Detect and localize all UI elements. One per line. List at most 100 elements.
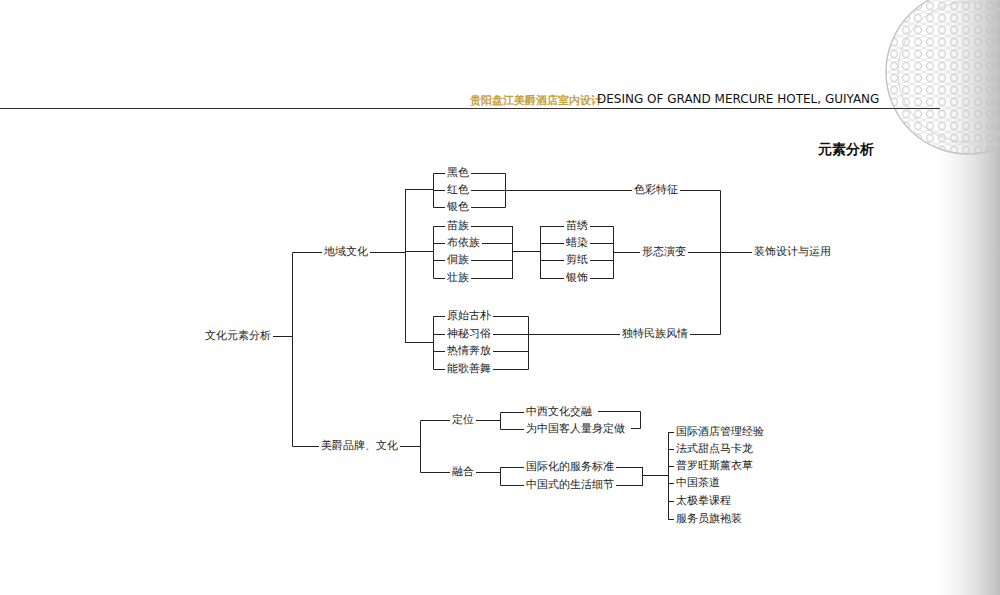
tree-connector (476, 421, 524, 430)
tree-item: 银饰 (564, 270, 590, 285)
item-text: 中国茶道 (676, 476, 720, 489)
tree-connector (400, 447, 450, 473)
tree-item: 为中国客人量身定做 (524, 421, 627, 436)
page-title: 元素分析 (818, 141, 874, 159)
tree-item: 地域文化 (322, 244, 370, 259)
item-text: 黑色 (447, 166, 469, 179)
tree-item: 神秘习俗 (445, 326, 493, 341)
tree-connector (370, 253, 445, 343)
tree-item: 独特民族风情 (620, 326, 690, 341)
item-text: 中西文化交融 (526, 405, 592, 418)
floral-medallion (886, 0, 1000, 154)
tree-item: 中国茶道 (674, 475, 722, 490)
tree-connector (471, 227, 564, 279)
tree-item: 布依族 (445, 235, 482, 250)
header-subtitle: DESING OF GRAND MERCURE HOTEL, GUIYANG (597, 92, 879, 106)
item-text: 服务员旗袍装 (676, 512, 742, 525)
item-text: 形态演变 (642, 245, 686, 258)
item-text: 能歌善舞 (447, 362, 491, 375)
tree-connector (476, 468, 524, 473)
medallion-ring (898, 2, 1000, 142)
item-text: 文化元素分析 (205, 329, 271, 342)
tree-connector (370, 190, 445, 253)
tree-connector (616, 476, 674, 520)
tree-connector (616, 476, 674, 502)
tree-connector (370, 253, 445, 370)
tree-connector (590, 253, 640, 279)
item-text: 太极拳课程 (676, 494, 731, 507)
item-text: 苗绣 (566, 219, 588, 232)
tree-item: 太极拳课程 (674, 493, 733, 508)
item-text: 法式甜点马卡龙 (676, 442, 753, 455)
tree-connector (370, 253, 445, 352)
tree-item: 普罗旺斯薰衣草 (674, 458, 755, 473)
tree-item: 蜡染 (564, 235, 590, 250)
tree-item: 黑色 (445, 165, 471, 180)
tree-item: 文化元素分析 (203, 328, 273, 343)
header-title: 贵阳盘江美爵酒店室内设计 (470, 93, 602, 108)
tree-connector (370, 252, 445, 279)
item-text: 地域文化 (324, 245, 368, 258)
tree-connector (471, 252, 564, 261)
tree-connector (616, 433, 674, 476)
item-text: 蜡染 (566, 236, 588, 249)
tree-connector (471, 252, 564, 279)
tree-connector (493, 317, 620, 335)
tree-item: 中国式的生活细节 (524, 477, 616, 492)
tree-connector (471, 252, 564, 279)
item-text: 剪纸 (566, 253, 588, 266)
tree-connector (616, 450, 674, 476)
tree-item: 红色 (445, 182, 471, 197)
tree-item: 苗绣 (564, 218, 590, 233)
tree-connector (471, 191, 632, 208)
item-text: 银饰 (566, 271, 588, 284)
tree-connector (680, 191, 752, 253)
item-text: 美爵品牌、文化 (321, 439, 398, 452)
tree-item: 剪纸 (564, 252, 590, 267)
item-text: 独特民族风情 (622, 327, 688, 340)
tree-connector (616, 476, 674, 486)
tree-connector (471, 252, 564, 279)
tree-item: 银色 (445, 199, 471, 214)
tree-item: 热情奔放 (445, 343, 493, 358)
tree-connector (590, 253, 640, 261)
tree-connector (370, 174, 445, 253)
tree-item: 国际酒店管理经验 (674, 424, 766, 439)
tree-item: 法式甜点马卡龙 (674, 441, 755, 456)
tree-item: 能歌善舞 (445, 361, 493, 376)
tree-item: 原始古朴 (445, 308, 493, 323)
item-text: 原始古朴 (447, 309, 491, 322)
tree-item: 定位 (450, 412, 476, 427)
tree-item: 装饰设计与运用 (752, 244, 833, 259)
tree-connector (471, 227, 564, 252)
tree-connector (273, 253, 322, 337)
tree-item: 苗族 (445, 218, 471, 233)
tree-connector (493, 335, 620, 370)
tree-item: 融合 (450, 464, 476, 479)
item-text: 银色 (447, 200, 469, 213)
tree-connector (616, 450, 674, 486)
item-text: 定位 (452, 413, 474, 426)
item-text: 神秘习俗 (447, 327, 491, 340)
tree-connector (471, 227, 564, 279)
tree-connector (471, 244, 564, 279)
item-text: 国际酒店管理经验 (676, 425, 764, 438)
tree-item: 壮族 (445, 270, 471, 285)
tree-connector (476, 413, 524, 421)
item-text: 热情奔放 (447, 344, 491, 357)
tree-connector (370, 227, 445, 253)
tree-connector (616, 433, 674, 486)
tree-connector (471, 174, 632, 191)
tree-connector (400, 421, 450, 447)
tree-connector (616, 468, 674, 520)
tree-connector (590, 244, 640, 253)
tree-connector (471, 227, 564, 252)
item-text: 布依族 (447, 236, 480, 249)
tree-connector (482, 227, 564, 252)
tree-connector (370, 253, 445, 343)
item-text: 融合 (452, 465, 474, 478)
tree-connector (482, 244, 564, 252)
tree-connector (370, 190, 445, 253)
item-text: 装饰设计与运用 (754, 245, 831, 258)
